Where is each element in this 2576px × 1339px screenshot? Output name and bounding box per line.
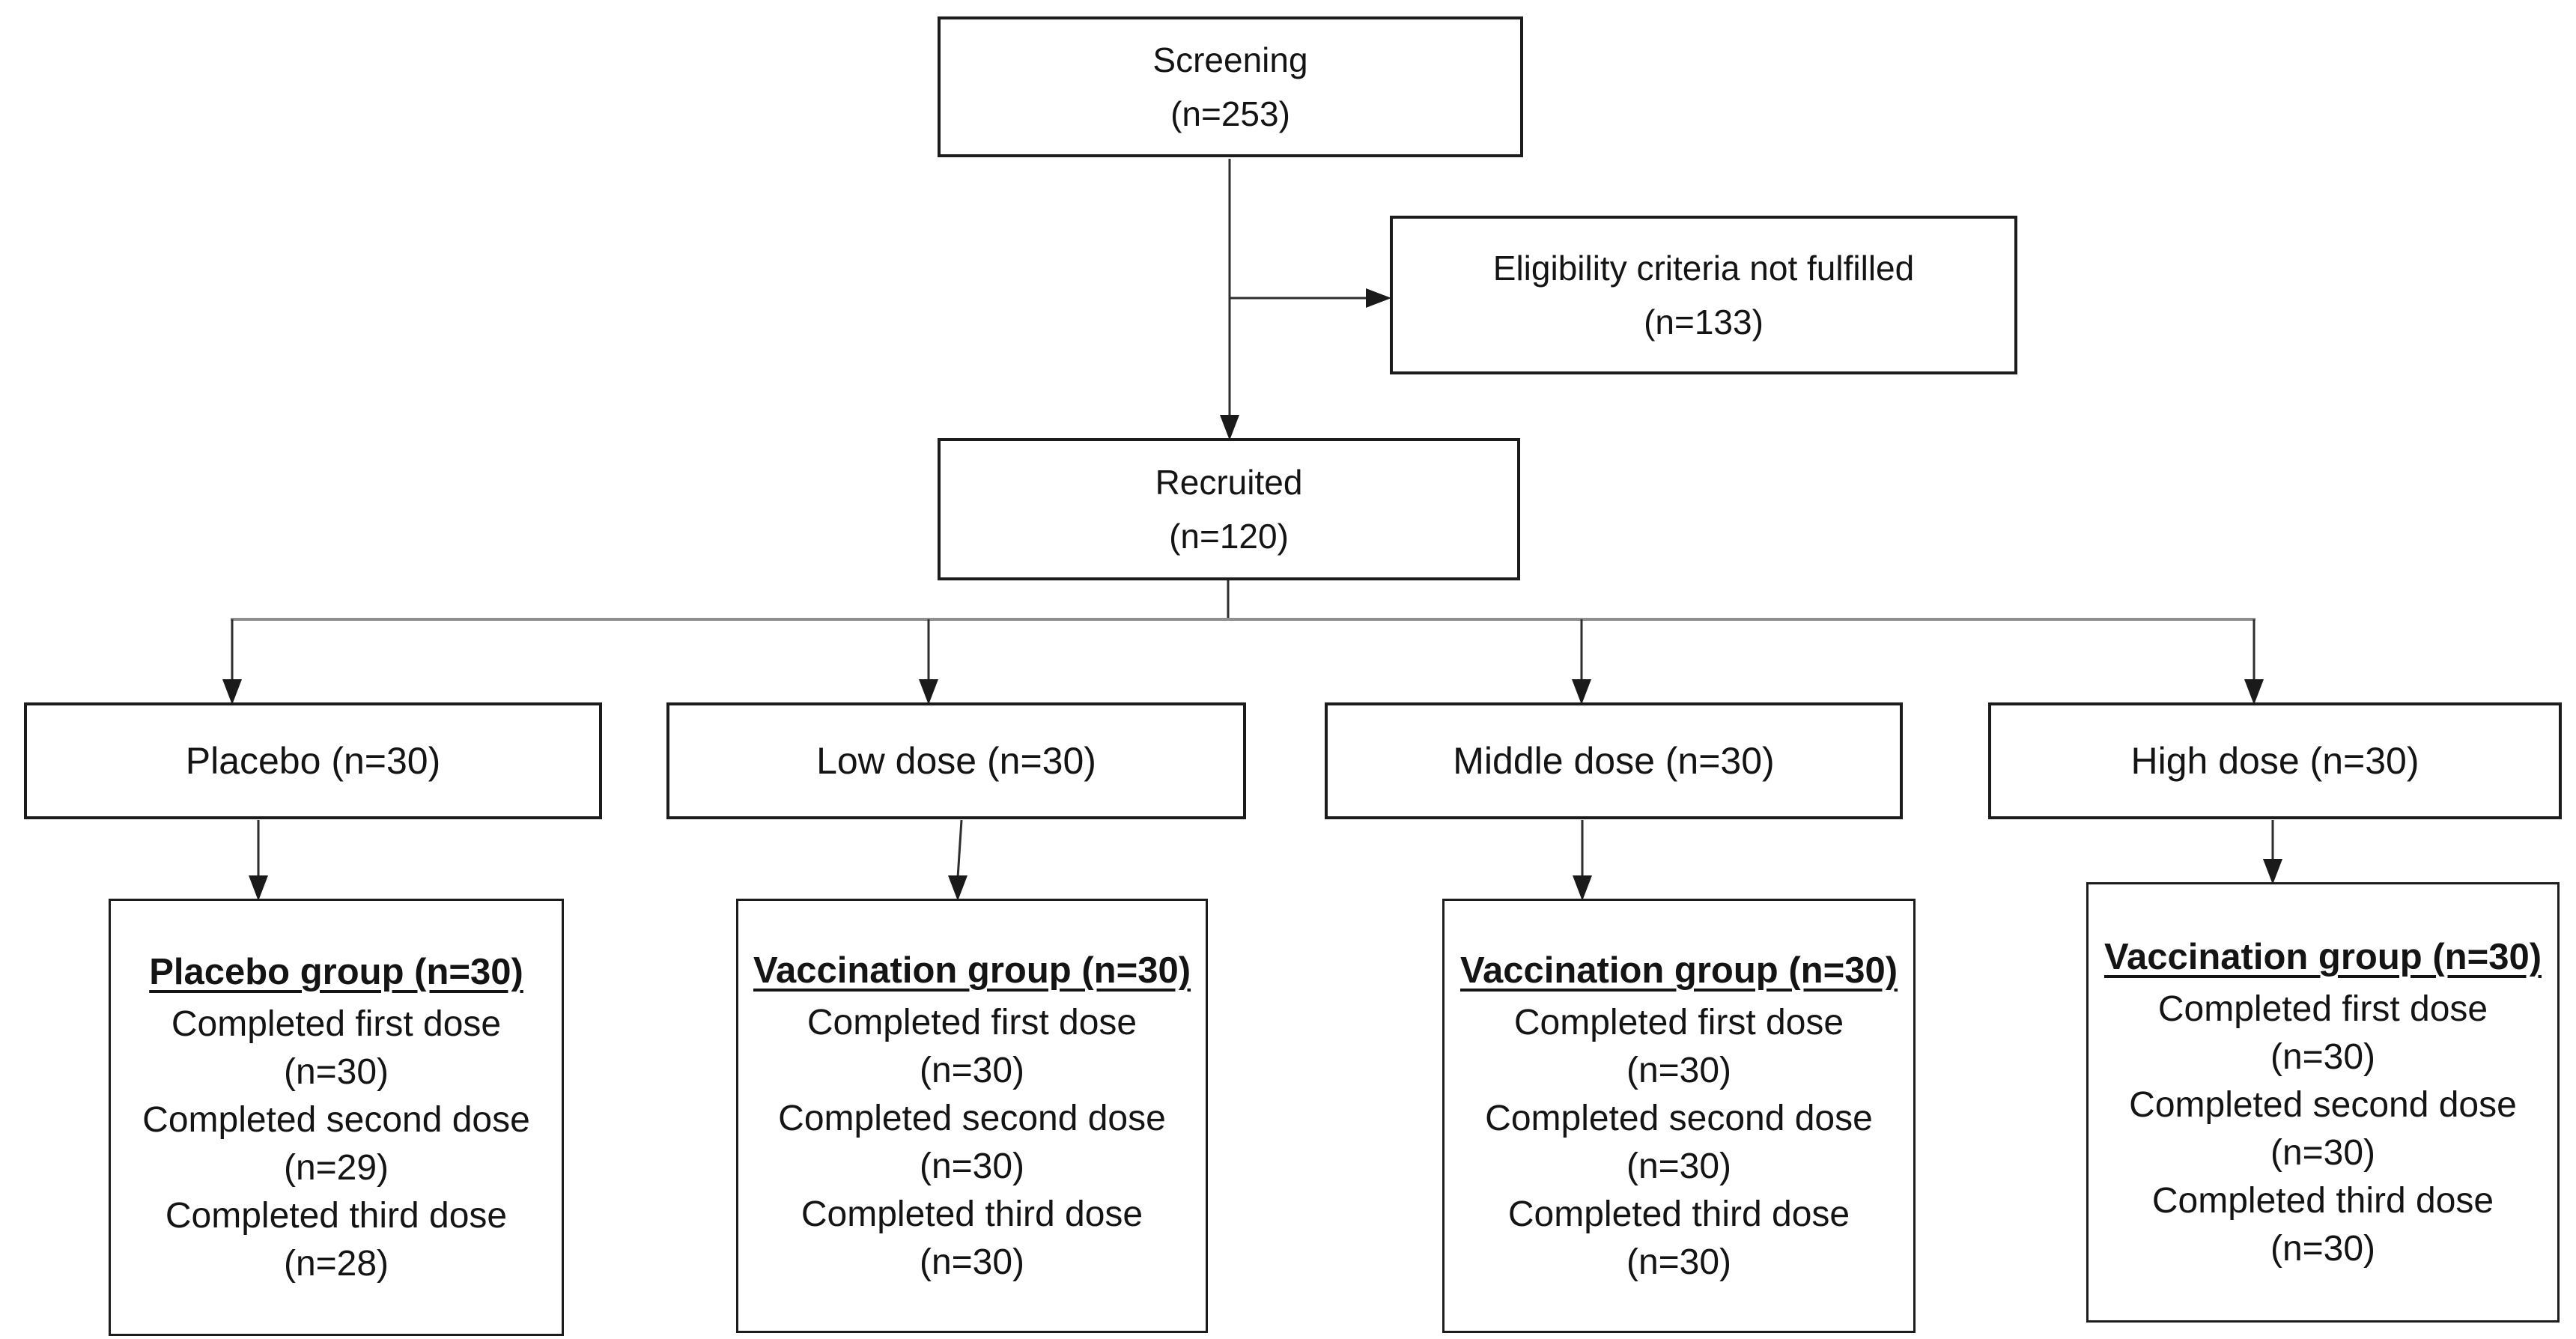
- arm-label: Middle dose (n=30): [1453, 740, 1775, 782]
- group-box-placebo: Placebo group (n=30) Completed first dos…: [109, 899, 564, 1336]
- arrowhead-group-low-dose: [948, 875, 967, 901]
- arrowhead-recruited: [1220, 415, 1239, 440]
- group-row: (n=30): [919, 1051, 1025, 1090]
- recruited-box: Recruited (n=120): [938, 438, 1520, 580]
- group-row: Completed second dose: [778, 1099, 1166, 1138]
- screening-count: (n=253): [1170, 94, 1290, 133]
- arm-label: Low dose (n=30): [816, 740, 1096, 782]
- group-row: (n=29): [283, 1148, 389, 1188]
- group-row: Completed first dose: [1513, 1003, 1844, 1042]
- arrowhead-arm-high-dose: [2244, 679, 2264, 705]
- group-row: Completed second dose: [142, 1100, 530, 1140]
- arm-box-placebo: Placebo (n=30): [24, 702, 602, 819]
- group-row: Completed first dose: [806, 1003, 1137, 1042]
- arrowhead-eligibility: [1366, 288, 1391, 308]
- recruited-count: (n=120): [1169, 517, 1289, 556]
- arm-label: Placebo (n=30): [185, 740, 441, 782]
- arrowhead-arm-placebo: [222, 679, 242, 705]
- group-row: (n=30): [2270, 1133, 2376, 1173]
- arrowhead-arm-low-dose: [919, 679, 938, 705]
- group-row: Completed third dose: [1507, 1194, 1850, 1234]
- group-title: Placebo group (n=30): [149, 952, 523, 992]
- group-box-low-dose: Vaccination group (n=30) Completed first…: [736, 899, 1208, 1333]
- group-row: (n=28): [283, 1244, 389, 1284]
- arm-box-high-dose: High dose (n=30): [1988, 702, 2562, 819]
- arm-label: High dose (n=30): [2130, 740, 2419, 782]
- group-row: Completed first dose: [2157, 989, 2488, 1029]
- arrowhead-group-middle-dose: [1573, 875, 1592, 901]
- group-row: Completed third dose: [801, 1194, 1143, 1234]
- group-row: Completed second dose: [1485, 1099, 1873, 1138]
- group-row: Completed second dose: [2129, 1085, 2517, 1125]
- arm-box-low-dose: Low dose (n=30): [666, 702, 1246, 819]
- arrowhead-group-high-dose: [2263, 859, 2282, 884]
- group-row: Completed third dose: [2151, 1181, 2494, 1221]
- group-box-high-dose: Vaccination group (n=30) Completed first…: [2086, 882, 2560, 1323]
- group-row: Completed third dose: [165, 1196, 508, 1236]
- eligibility-label: Eligibility criteria not fulfilled: [1492, 249, 1915, 288]
- group-title: Vaccination group (n=30): [2103, 937, 2542, 977]
- group-row: (n=30): [1626, 1051, 1732, 1090]
- group-row: (n=30): [919, 1242, 1025, 1282]
- eligibility-count: (n=133): [1644, 303, 1764, 341]
- group-row: Completed first dose: [171, 1004, 502, 1044]
- group-title: Vaccination group (n=30): [1459, 950, 1898, 991]
- group-row: (n=30): [1626, 1242, 1732, 1282]
- group-row: (n=30): [2270, 1229, 2376, 1269]
- group-title: Vaccination group (n=30): [753, 950, 1191, 991]
- group-box-middle-dose: Vaccination group (n=30) Completed first…: [1442, 899, 1916, 1333]
- eligibility-not-fulfilled-box: Eligibility criteria not fulfilled (n=13…: [1390, 216, 2017, 374]
- arrowhead-group-placebo: [249, 875, 268, 901]
- group-row: (n=30): [919, 1147, 1025, 1186]
- group-row: (n=30): [283, 1052, 389, 1092]
- arm-to-group-line-low-dose: [956, 819, 963, 878]
- arrowhead-arm-middle-dose: [1572, 679, 1591, 705]
- screening-box: Screening (n=253): [938, 16, 1523, 157]
- arm-box-middle-dose: Middle dose (n=30): [1325, 702, 1903, 819]
- recruited-label: Recruited: [1155, 463, 1303, 502]
- group-row: (n=30): [2270, 1037, 2376, 1077]
- group-row: (n=30): [1626, 1147, 1732, 1186]
- screening-label: Screening: [1152, 40, 1308, 79]
